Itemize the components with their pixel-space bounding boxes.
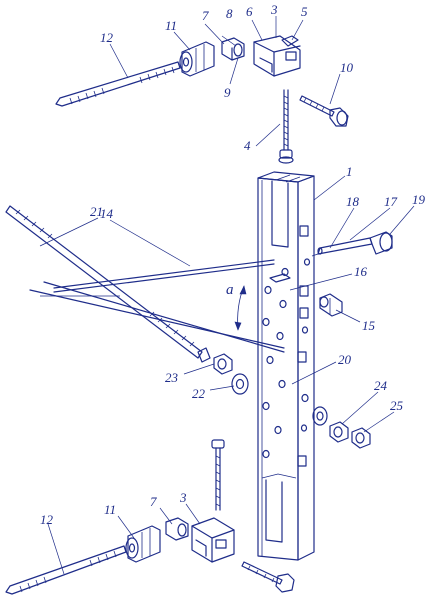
shaft-part-17 <box>311 231 393 257</box>
bottom-coupling-part-11 <box>125 525 161 563</box>
label-17: 17 <box>384 194 398 209</box>
label-3-bottom: 3 <box>179 490 187 505</box>
label-1: 1 <box>346 164 353 179</box>
bottom-clamp-block-part-3 <box>191 517 235 563</box>
bolt-part-10 <box>299 95 349 127</box>
main-bar-part-1 <box>257 171 315 561</box>
label-16: 16 <box>354 264 368 279</box>
label-8: 8 <box>226 6 233 21</box>
label-21: 21 <box>90 204 103 219</box>
label-11-bottom: 11 <box>104 502 116 517</box>
washer-right <box>312 406 328 426</box>
top-nut-part-7 <box>221 37 245 61</box>
label-11-top: 11 <box>165 18 177 33</box>
label-7-bottom: 7 <box>150 494 157 509</box>
label-24: 24 <box>374 378 388 393</box>
label-10: 10 <box>340 60 354 75</box>
label-7-top: 7 <box>202 8 209 23</box>
nut-part-25 <box>351 427 371 449</box>
nut-part-24 <box>329 421 349 443</box>
label-15: 15 <box>362 318 376 333</box>
nut-part-23 <box>213 353 233 375</box>
label-5: 5 <box>301 4 308 19</box>
leader-lines <box>39 16 415 575</box>
wire-rods-part-14 <box>29 259 285 353</box>
bottom-nut-part-7 <box>165 517 189 541</box>
top-coupling-part-11 <box>179 41 215 77</box>
label-22: 22 <box>192 386 206 401</box>
label-19: 19 <box>412 192 426 207</box>
bottom-vertical-screw <box>211 439 225 511</box>
label-9: 9 <box>224 85 231 100</box>
set-screw-part-15 <box>319 293 343 317</box>
top-threaded-rod-part-12 <box>55 61 181 107</box>
label-6: 6 <box>246 4 253 19</box>
long-threaded-rod-part-21 <box>5 205 211 363</box>
washer-part-22 <box>231 373 249 395</box>
label-12-top: 12 <box>100 30 114 45</box>
label-18: 18 <box>346 194 360 209</box>
callout-labels: 1 3 5 6 8 7 11 12 9 10 4 18 17 19 21 14 … <box>40 2 426 527</box>
label-14: 14 <box>100 206 114 221</box>
label-4: 4 <box>244 138 251 153</box>
screw-part-4 <box>278 89 294 164</box>
small-plate-part-16 <box>269 273 291 283</box>
bottom-threaded-rod-part-12 <box>5 545 127 595</box>
label-23: 23 <box>165 370 179 385</box>
label-20: 20 <box>338 352 352 367</box>
label-25: 25 <box>390 398 404 413</box>
label-3-top: 3 <box>270 2 278 17</box>
angle-label-a: a <box>226 282 234 298</box>
label-12-bottom: 12 <box>40 512 54 527</box>
bottom-right-bolt <box>241 561 295 593</box>
top-clamp-block-part-3 <box>253 35 301 77</box>
angle-marker <box>234 285 247 331</box>
